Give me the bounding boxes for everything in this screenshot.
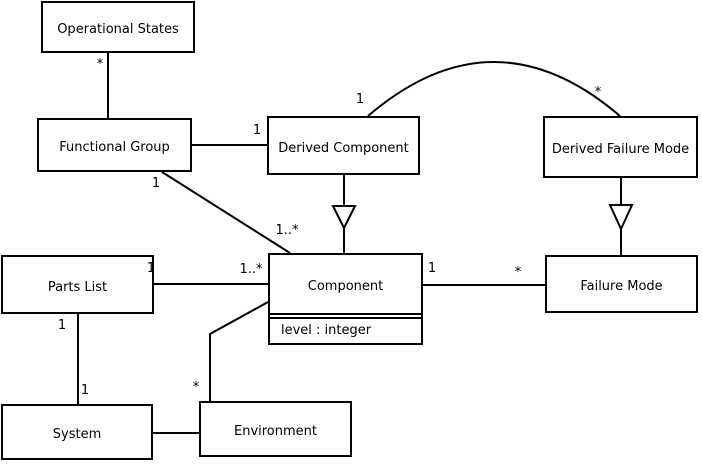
class-name: System — [52, 427, 102, 442]
assoc-derived-component-derived-failure-mode-arc — [367, 61, 621, 117]
multiplicity-arc-derived-failure-mode: * — [594, 85, 602, 100]
class-environment[interactable]: Environment — [199, 401, 352, 457]
multiplicity-parts-list-component-target: 1..* — [239, 262, 263, 277]
class-operational-states[interactable]: Operational States — [41, 1, 195, 53]
class-name: Operational States — [57, 22, 179, 37]
class-failure-mode[interactable]: Failure Mode — [545, 255, 698, 313]
multiplicity-environment-component: * — [192, 380, 200, 395]
class-name: Environment — [233, 424, 317, 439]
multiplicity-component-failure-mode-source: 1 — [427, 261, 437, 276]
multiplicity-parts-list-system-target: 1 — [80, 383, 90, 398]
multiplicity-parts-list-system-source: 1 — [57, 318, 67, 333]
class-name: Parts List — [47, 279, 108, 295]
class-derived-component[interactable]: Derived Component — [267, 116, 420, 175]
class-attribute-level: level : integer — [270, 317, 421, 343]
class-system[interactable]: System — [1, 404, 153, 460]
assoc-functional-group-component — [161, 171, 291, 254]
class-name: Component — [270, 255, 421, 315]
class-name: Functional Group — [59, 140, 170, 155]
generalization-arrow-derived-component — [331, 205, 357, 231]
class-component[interactable]: Component level : integer — [268, 253, 423, 345]
multiplicity-functional-group-derived-component: 1 — [252, 123, 262, 138]
generalization-arrow-derived-failure-mode — [608, 204, 634, 232]
assoc-environment-component — [209, 301, 269, 401]
class-functional-group[interactable]: Functional Group — [37, 118, 192, 172]
class-name: Derived Failure Mode — [551, 142, 690, 157]
multiplicity-arc-derived-component: 1 — [355, 92, 365, 107]
multiplicity-operational-states: * — [96, 57, 104, 72]
multiplicity-component-failure-mode-target: * — [514, 265, 522, 280]
multiplicity-parts-list-component-source: 1 — [146, 261, 156, 276]
class-parts-list[interactable]: Parts List — [1, 255, 154, 314]
multiplicity-functional-group-diagonal-target: 1..* — [275, 223, 299, 238]
class-name: Derived Component — [278, 140, 409, 156]
class-name: Failure Mode — [580, 279, 663, 294]
multiplicity-functional-group-diagonal-source: 1 — [151, 176, 161, 191]
class-derived-failure-mode[interactable]: Derived Failure Mode — [543, 116, 698, 178]
